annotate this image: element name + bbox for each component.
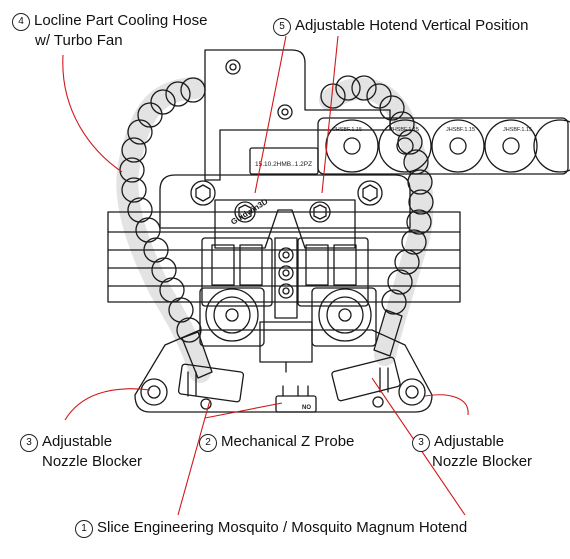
callout-number-badge: 4 [12, 13, 30, 31]
callout-label-line2: Nozzle Blocker [432, 453, 533, 470]
callout-label-line1: Adjustable [434, 433, 505, 450]
callout-label-line1: Adjustable Hotend Vertical Position [295, 17, 529, 34]
part-label-text: 15.10.2HMB..1.2PZ [255, 161, 312, 168]
fan-left [205, 288, 259, 342]
leader-vertical-position-right [321, 35, 339, 194]
bracket-bolt-left [190, 180, 216, 206]
linear-rail [107, 211, 461, 303]
hotend-right [297, 237, 377, 347]
adjust-screw-right [309, 201, 331, 223]
part-label-bar [249, 147, 319, 175]
probe-label: NO [302, 405, 311, 411]
leader-nozzle-blocker-right [424, 394, 469, 416]
plate-screw [277, 104, 293, 120]
fan-right [318, 288, 372, 342]
hotend-left [199, 237, 273, 347]
plate-screw [225, 59, 241, 75]
chain-label-1: JHSBF.1.15 [333, 127, 362, 133]
chain-label-2: JHSBF.1.15 [390, 127, 419, 133]
callout-label-line1: Locline Part Cooling Hose [34, 12, 208, 29]
carriage-back-plate [204, 49, 391, 181]
bracket-bolt-right [357, 180, 383, 206]
nozzle-blocker-right [331, 356, 401, 408]
leader-nozzle-blocker-left [64, 388, 151, 421]
callout-number-badge: 2 [199, 434, 217, 452]
chain-label-4: JHSBF.1.15 [503, 127, 532, 133]
leader-vertical-position-left [254, 35, 287, 194]
chain-label-3: JHSBF.1.15 [446, 127, 475, 133]
callout-label-line2: Nozzle Blocker [42, 453, 143, 470]
leader-hotend [177, 399, 211, 516]
leader-cooling-hose [62, 54, 123, 173]
callout-number-badge: 1 [75, 520, 93, 538]
nozzle-blocker-left [177, 363, 245, 410]
callout-number-badge: 5 [273, 18, 291, 36]
plate-mount-left [140, 378, 168, 406]
center-column [259, 237, 313, 373]
callout-number-badge: 3 [20, 434, 38, 452]
leader-z-probe [204, 402, 283, 419]
callout-label-line1: Slice Engineering Mosquito / Mosquito Ma… [97, 519, 468, 536]
callout-number-badge: 3 [412, 434, 430, 452]
upper-bracket [159, 174, 411, 229]
center-mount [214, 199, 356, 249]
callout-label-line1: Adjustable [42, 433, 113, 450]
callout-label-line1: Mechanical Z Probe [221, 433, 355, 450]
locline-hose-right [319, 75, 434, 366]
locline-hose-left [116, 77, 213, 383]
callout-label-line2: w/ Turbo Fan [35, 32, 123, 49]
adjust-screw-left [234, 201, 256, 223]
plate-mount-right [398, 378, 426, 406]
drag-chain [317, 117, 570, 175]
